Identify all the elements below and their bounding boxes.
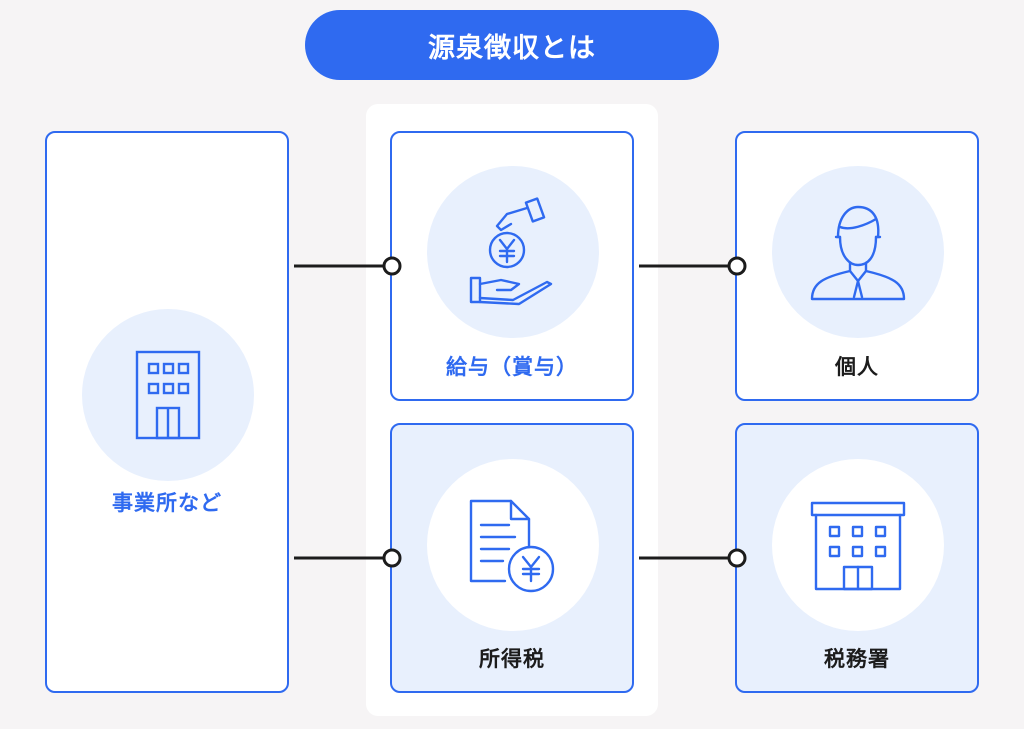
page-title: 源泉徴収とは: [305, 10, 719, 80]
income-tax-icon-circle: [427, 459, 599, 631]
connector-income-tax-office: [639, 548, 747, 568]
tax-office-icon-circle: [772, 459, 944, 631]
person-icon: [810, 205, 906, 301]
office-building-icon: [135, 350, 201, 440]
individual-box: 個人: [735, 131, 979, 401]
connector-employer-salary: [294, 256, 402, 276]
income-tax-label: 所得税: [479, 647, 545, 671]
tax-office-label: 税務署: [824, 647, 890, 671]
employer-icon-circle: [82, 309, 254, 481]
employer-label: 事業所など: [112, 491, 222, 515]
salary-label: 給与（賞与）: [446, 355, 578, 379]
salary-box: 給与（賞与）: [390, 131, 634, 401]
connector-salary-individual: [639, 256, 747, 276]
individual-icon-circle: [772, 166, 944, 338]
yen-document-icon: [469, 499, 555, 593]
salary-icon-circle: [427, 166, 599, 338]
yen-coin-hand-icon: [469, 197, 553, 306]
tax-office-building-icon: [810, 501, 906, 591]
tax-office-box: 税務署: [735, 423, 979, 693]
income-tax-box: 所得税: [390, 423, 634, 693]
employer-box: 事業所など: [45, 131, 289, 693]
individual-label: 個人: [835, 355, 879, 379]
connector-employer-income-tax: [294, 548, 402, 568]
